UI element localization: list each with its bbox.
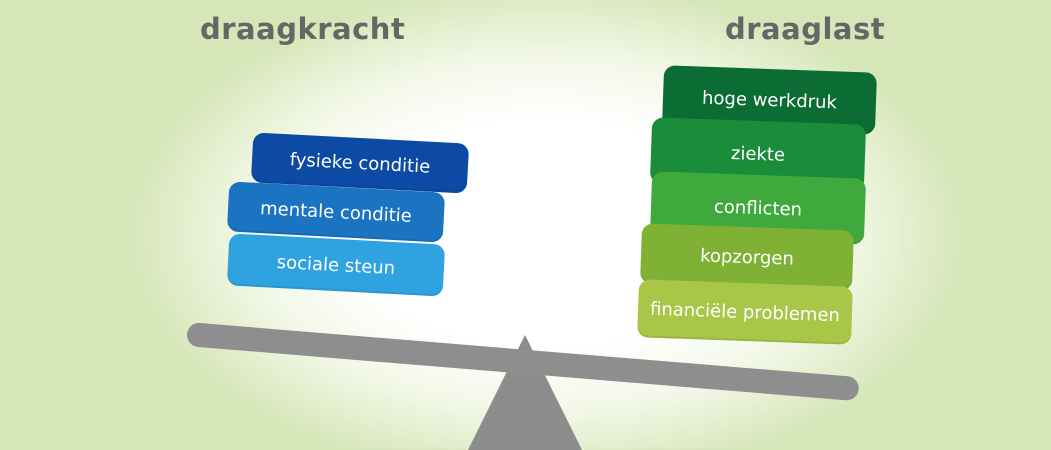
draagkracht-block: mentale conditie — [226, 181, 446, 243]
draagkracht-block: sociale steun — [226, 233, 446, 297]
draaglast-block: financiële problemen — [637, 279, 853, 345]
heading-draagkracht: draagkracht — [200, 12, 406, 46]
heading-draaglast: draaglast — [725, 12, 886, 46]
